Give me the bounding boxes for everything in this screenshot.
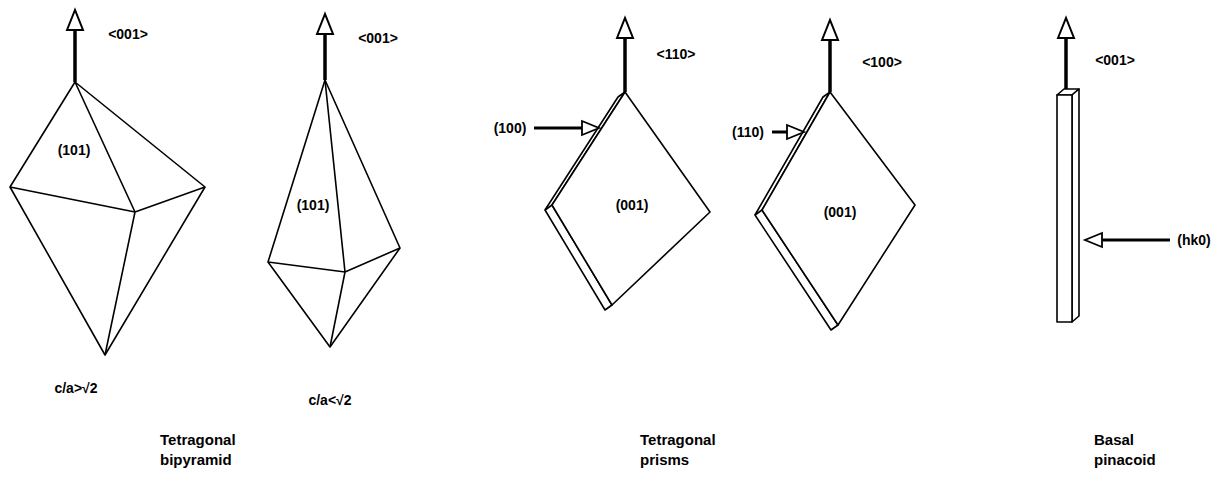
crystal-label: <001> [358, 30, 398, 47]
plate-prism-100 [755, 92, 915, 330]
axis-arrow [1058, 18, 1074, 89]
bipyramid-edges [10, 82, 205, 355]
arrow-head [582, 121, 599, 135]
crystal-label: c/a>√2 [54, 380, 97, 397]
plate-edge [755, 210, 762, 215]
crystal-label: <100> [862, 54, 902, 71]
plate-edge [545, 205, 552, 210]
bipyramid-outline [268, 80, 400, 347]
shape-caption: Basal pinacoid [1094, 430, 1174, 471]
arrow-shaft [534, 127, 584, 130]
direction-arrows [67, 10, 1170, 247]
bipyramid-outline [10, 82, 205, 355]
axis-arrow [317, 14, 333, 80]
crystal-label: (001) [824, 204, 857, 221]
arrow-head [1085, 233, 1102, 247]
arrow-shaft [828, 40, 832, 92]
crystal-label: (101) [297, 197, 330, 214]
crystal-label: (101) [58, 142, 91, 159]
axis-arrow [617, 18, 633, 92]
arrow-shaft [323, 34, 327, 80]
rod-side-face [1072, 89, 1079, 322]
shape-caption: Tetragonal bipyramid [160, 430, 255, 471]
axis-arrow [67, 10, 83, 82]
arrow-head [617, 18, 633, 38]
crystal-label: (100) [494, 120, 527, 137]
arrow-head [787, 125, 804, 139]
arrow-shaft [1100, 239, 1170, 242]
crystal-label: (001) [616, 197, 649, 214]
crystal-label: (hk0) [1177, 232, 1210, 249]
arrow-shaft [73, 30, 77, 82]
basal-pinacoid-rod [1057, 89, 1079, 322]
face-pointer [534, 121, 599, 135]
crystal-label: <001> [108, 26, 148, 43]
crystal-label: <001> [1095, 52, 1135, 69]
bipyramid-flat [268, 80, 400, 347]
plate-prism-110 [545, 92, 710, 310]
arrow-shaft [1064, 38, 1068, 89]
arrow-head [317, 14, 333, 34]
bipyramid-edges [268, 80, 400, 347]
face-pointer [1085, 233, 1170, 247]
arrow-head [822, 20, 838, 40]
crystal-label: <110> [657, 46, 696, 63]
axis-arrow [822, 20, 838, 92]
plate-basal-face [552, 92, 710, 305]
bipyramid-tall [10, 82, 205, 355]
arrow-head [67, 10, 83, 30]
arrow-shaft [623, 38, 627, 92]
shape-caption: Tetragonal prisms [640, 430, 730, 471]
plate-basal-face [762, 92, 915, 325]
crystal-label: (110) [732, 124, 764, 141]
arrow-head [1058, 18, 1074, 38]
crystal-label: c/a<√2 [308, 392, 351, 409]
rod-front-face [1057, 95, 1072, 322]
face-pointer [772, 125, 804, 139]
